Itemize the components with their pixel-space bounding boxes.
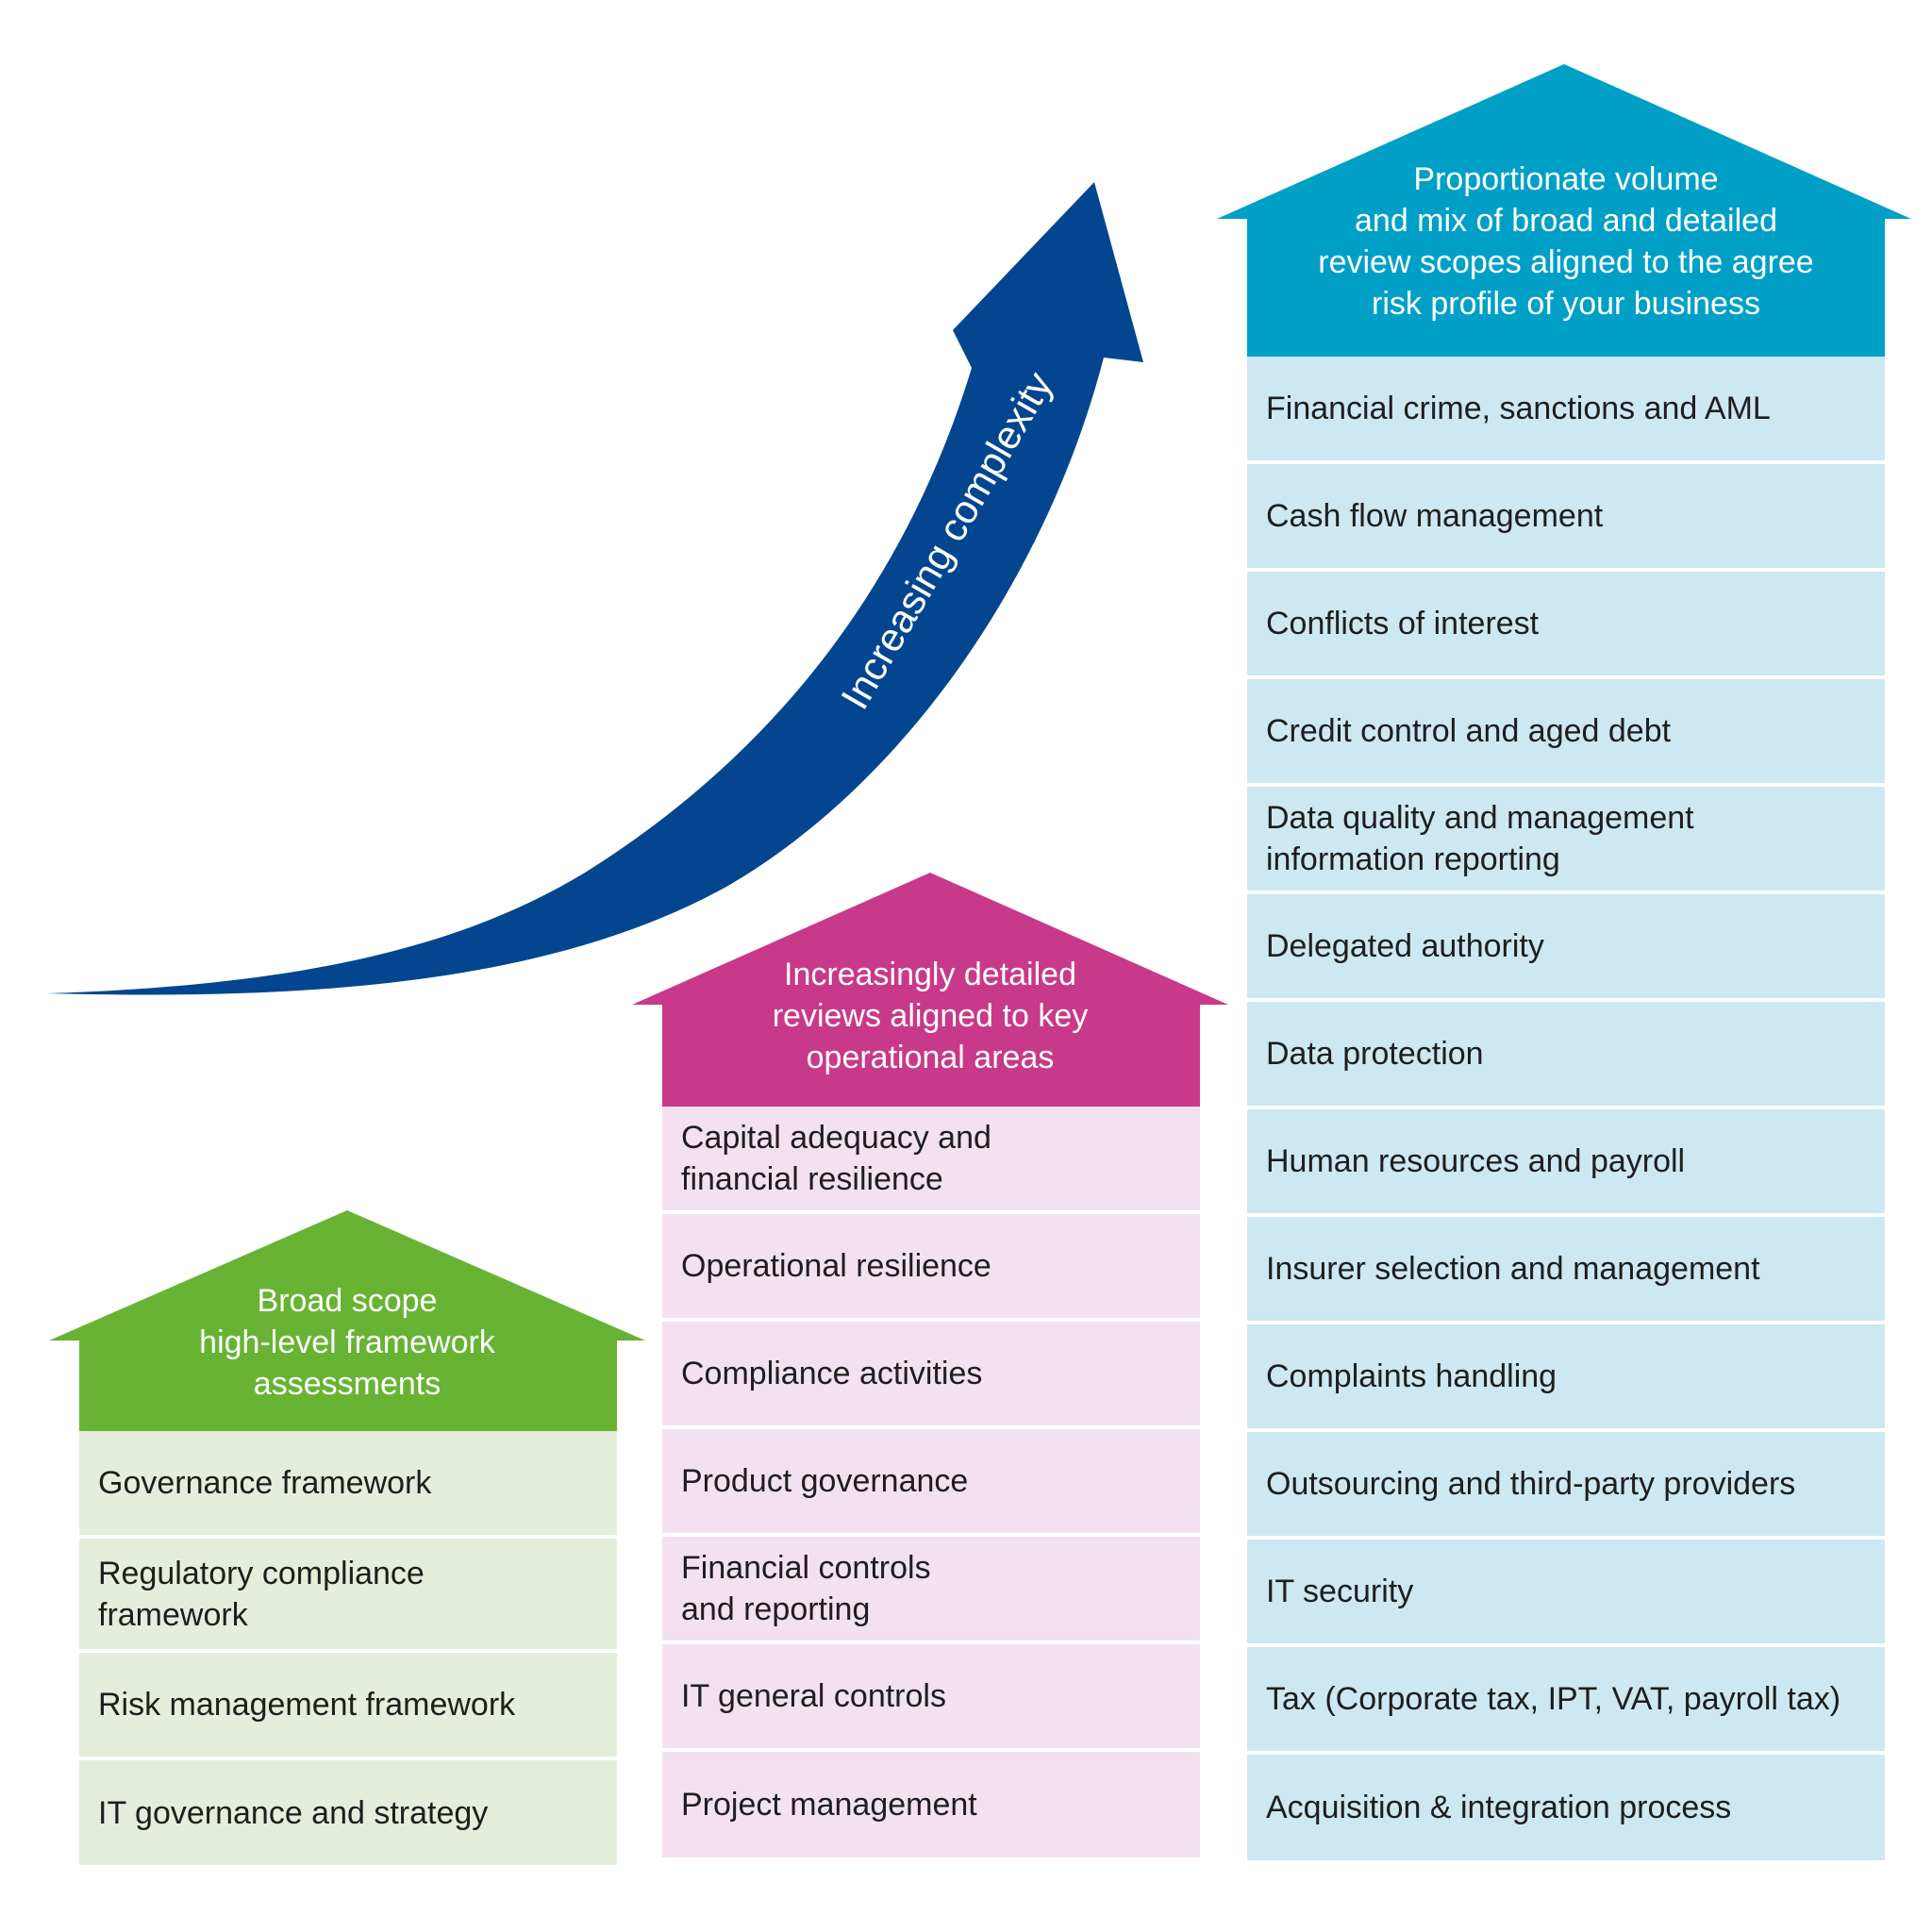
house-roof-green — [49, 1210, 645, 1431]
list-item: Conflicts of interest — [1247, 572, 1885, 679]
list-item: Financial controls and reporting — [662, 1537, 1200, 1644]
list-item: Tax (Corporate tax, IPT, VAT, payroll ta… — [1247, 1647, 1885, 1755]
column-header-proportionate: Proportionate volume and mix of broad an… — [1318, 161, 1814, 322]
list-item: Product governance — [662, 1429, 1200, 1537]
list-item: Data protection — [1247, 1002, 1885, 1109]
list-item: IT general controls — [662, 1644, 1200, 1752]
list-item: Delegated authority — [1247, 894, 1885, 1002]
list-item: Risk management framework — [79, 1653, 617, 1760]
column-broad-scope: Broad scope high-level framework assessm… — [49, 1210, 645, 1865]
column-header-broad: Broad scope high-level framework assessm… — [199, 1283, 495, 1402]
house-roof-magenta — [632, 873, 1228, 1107]
list-item: Compliance activities — [662, 1322, 1200, 1429]
list-item: Human resources and payroll — [1247, 1109, 1885, 1217]
list-item: Credit control and aged debt — [1247, 679, 1885, 787]
column-proportionate-volume: Proportionate volume and mix of broad an… — [1217, 64, 1911, 1860]
list-item: Regulatory compliance framework — [79, 1539, 617, 1653]
list-item: Capital adequacy and financial resilienc… — [662, 1107, 1200, 1214]
list-item: Acquisition & integration process — [1247, 1755, 1885, 1860]
list-item: IT governance and strategy — [79, 1760, 617, 1865]
list-item: IT security — [1247, 1540, 1885, 1647]
items-list-proportionate: Financial crime, sanctions and AML Cash … — [1247, 357, 1885, 1860]
house-roof-cyan — [1217, 64, 1911, 357]
list-item: Governance framework — [79, 1431, 617, 1539]
items-list-detailed: Capital adequacy and financial resilienc… — [662, 1107, 1200, 1857]
list-item: Financial crime, sanctions and AML — [1247, 357, 1885, 464]
list-item: Data quality and management information … — [1247, 787, 1885, 894]
list-item: Insurer selection and management — [1247, 1217, 1885, 1324]
list-item: Project management — [662, 1752, 1200, 1857]
list-item: Cash flow management — [1247, 464, 1885, 572]
list-item: Operational resilience — [662, 1214, 1200, 1322]
list-item: Complaints handling — [1247, 1324, 1885, 1432]
arrow-shape — [47, 182, 1143, 995]
list-item: Outsourcing and third-party providers — [1247, 1432, 1885, 1540]
column-header-detailed: Increasingly detailed reviews aligned to… — [772, 957, 1089, 1075]
items-list-broad: Governance framework Regulatory complian… — [79, 1431, 617, 1865]
column-detailed-reviews: Increasingly detailed reviews aligned to… — [632, 873, 1228, 1863]
